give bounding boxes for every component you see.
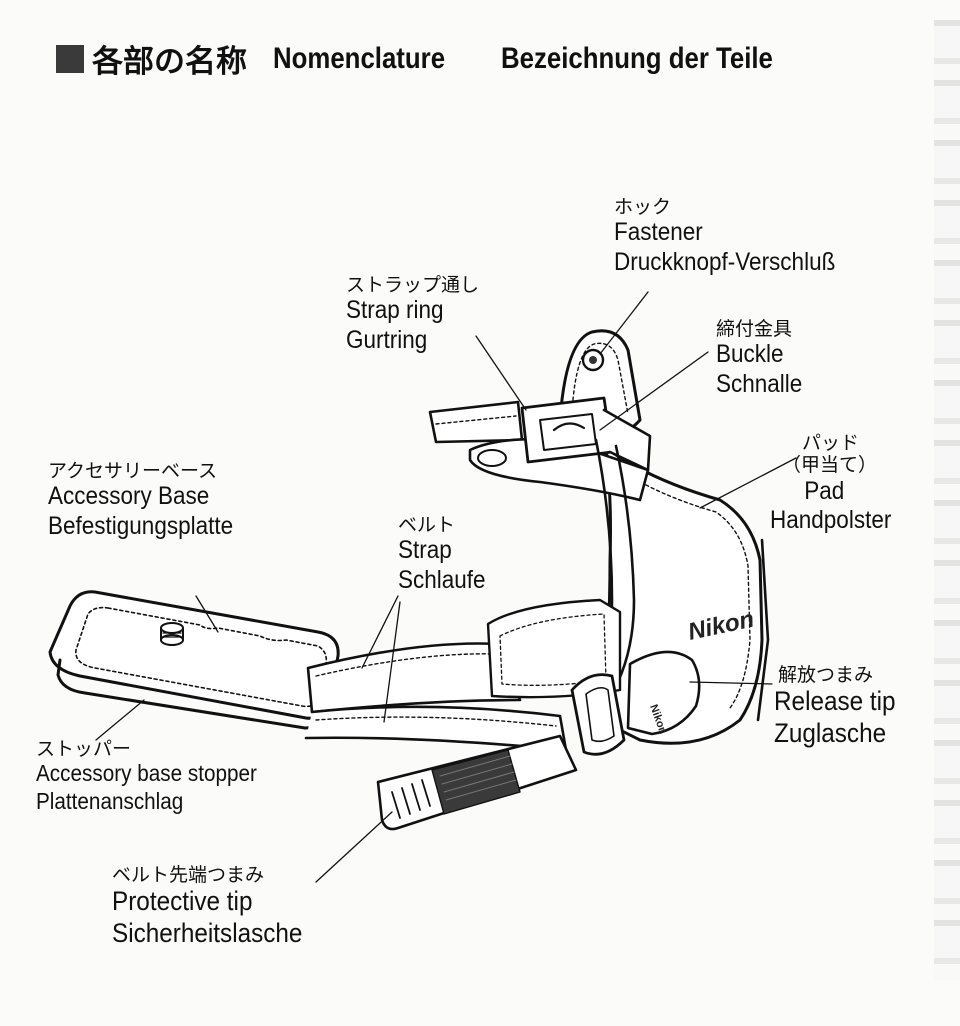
label-release-tip-en: Release tip <box>774 686 896 717</box>
title-square-icon <box>56 44 84 73</box>
label-pad: パッド （甲当て） Pad Handpolster <box>770 432 930 536</box>
label-fastener-jp: ホック <box>614 196 672 218</box>
label-strap-ring-de: Gurtring <box>346 325 428 354</box>
leader-lines <box>95 291 797 883</box>
label-protective-tip-de: Sicherheitslasche <box>112 918 303 949</box>
protective-tip <box>376 734 578 831</box>
label-accessory-base-de: Befestigungsplatte <box>48 511 234 540</box>
label-protective-tip-en: Protective tip <box>112 886 253 917</box>
accessory-base-plate <box>48 590 340 730</box>
label-fastener-en: Fastener <box>614 218 703 247</box>
label-fastener-de: Druckknopf-Verschluß <box>614 247 836 276</box>
label-pad-en: Pad <box>804 476 845 505</box>
label-strap-ring-jp: ストラップ通し <box>346 274 480 296</box>
label-pad-de: Handpolster <box>770 506 892 535</box>
label-release-tip-jp: 解放つまみ <box>778 664 874 686</box>
label-pad-jp: パッド <box>802 432 860 454</box>
label-stopper-de: Plattenanschlag <box>36 787 184 814</box>
label-protective-tip-jp: ベルト先端つまみ <box>112 864 265 886</box>
label-accessory-base: アクセサリーベース Accessory Base Befestigungspla… <box>48 460 254 541</box>
label-strap-de: Schlaufe <box>398 565 486 594</box>
label-fastener: ホック Fastener Druckknopf-Verschluß <box>614 196 860 277</box>
release-tip: Nikon <box>570 650 701 756</box>
label-stopper-en: Accessory base stopper <box>36 760 257 787</box>
label-release-tip: 解放つまみ Release tip Zuglasche <box>774 664 909 750</box>
inner-strap-loop <box>486 438 636 708</box>
strap-ring-loop <box>428 400 650 502</box>
scan-edge-strip <box>934 20 960 980</box>
label-buckle-en: Buckle <box>716 340 784 369</box>
label-stopper-jp: ストッパー <box>36 738 132 760</box>
label-protective-tip: ベルト先端つまみ Protective tip Sicherheitslasch… <box>112 864 324 950</box>
label-accessory-base-en: Accessory Base <box>48 482 210 511</box>
title-english: Nomenclature <box>273 41 446 75</box>
title-japanese: 各部の名称 <box>92 44 247 80</box>
label-strap-ring: ストラップ通し Strap ring Gurtring <box>346 274 479 355</box>
label-buckle-jp: 締付金具 <box>716 318 793 340</box>
label-strap-en: Strap <box>398 536 452 565</box>
page-title: 各部の名称 Nomenclature Bezeichnung der Teile <box>56 36 817 81</box>
buckle <box>520 396 652 472</box>
label-buckle: 締付金具 Buckle Schnalle <box>716 318 812 399</box>
label-buckle-de: Schnalle <box>716 369 803 398</box>
label-pad-jp-sub: （甲当て） <box>782 454 878 477</box>
label-accessory-base-jp: アクセサリーベース <box>48 460 218 482</box>
label-strap-ring-en: Strap ring <box>346 296 444 325</box>
label-strap: ベルト Strap Schlaufe <box>398 514 495 595</box>
label-release-tip-de: Zuglasche <box>774 718 887 749</box>
title-german: Bezeichnung der Teile <box>501 41 773 75</box>
label-stopper: ストッパー Accessory base stopper Plattenansc… <box>36 738 281 815</box>
label-strap-jp: ベルト <box>398 514 456 536</box>
